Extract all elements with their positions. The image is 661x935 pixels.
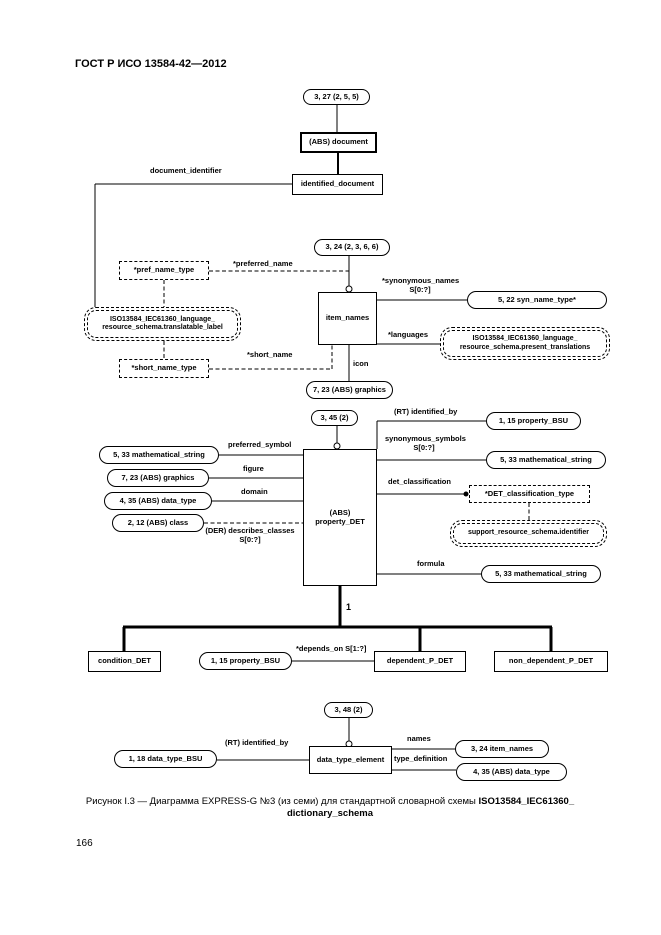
- attr-label-type-definition: type_definition: [394, 754, 448, 763]
- connector-lines: [94, 105, 553, 771]
- attr-label-names: names: [407, 734, 431, 743]
- caption-schema-name-part2: dictionary_schema: [286, 807, 374, 819]
- page-ref-math-string-formula-oval: 5, 33 mathematical_string: [481, 565, 601, 583]
- attr-label-describes-classes-card: S[0:?]: [239, 535, 261, 544]
- cardinality-one-label: 1: [346, 602, 352, 612]
- page-ref-math-string-preferred-oval: 5, 33 mathematical_string: [99, 446, 219, 464]
- interschema-present-line2: resource_schema.present_translations: [459, 343, 591, 351]
- attr-label-synonymous-symbols: synonymous_symbols S[0:?]: [385, 434, 466, 452]
- attr-label-synonymous-names-card: S[0:?]: [409, 285, 431, 294]
- figure-caption: Рисунок I.3 — Диаграмма EXPRESS-G №3 (из…: [50, 796, 610, 820]
- entity-identified-document: identified_document: [292, 174, 383, 195]
- interschema-ref-support-resource: support_resource_schema.identifier: [450, 520, 607, 547]
- page-number: 166: [76, 838, 93, 849]
- entity-data-type-element: data_type_element: [309, 746, 392, 774]
- attr-label-describes-classes-text: (DER) describes_classes: [205, 526, 295, 535]
- attr-label-synonymous-names: *synonymous_names S[0:?]: [382, 276, 460, 294]
- attr-label-figure: figure: [243, 464, 264, 473]
- page-ref-graphics-figure-oval: 7, 23 (ABS) graphics: [107, 469, 209, 487]
- entity-property-det-line1: (ABS): [329, 507, 351, 517]
- attr-label-document-identifier: document_identifier: [150, 166, 222, 175]
- page-ref-syn-name-type-oval: 5, 22 syn_name_type*: [467, 291, 607, 309]
- entity-property-det-label: (ABS) property_DET: [315, 507, 365, 526]
- interschema-support-line1: support_resource_schema.identifier: [468, 529, 589, 537]
- page-ref-3-27-oval: 3, 27 (2, 5, 5): [303, 89, 370, 105]
- page-ref-graphics-icon-oval: 7, 23 (ABS) graphics: [306, 381, 393, 399]
- attr-label-identified-by-2: (RT) identified_by: [225, 738, 289, 747]
- interschema-ref-present-inner: ISO13584_IEC61360_language_ resource_sch…: [443, 330, 607, 357]
- page-header: ГОСТ Р ИСО 13584-42—2012: [75, 58, 227, 70]
- attr-label-det-classification: det_classification: [388, 477, 451, 486]
- attr-label-synonymous-symbols-card: S[0:?]: [413, 443, 435, 452]
- type-pref-name-type: *pref_name_type: [119, 261, 209, 280]
- interschema-translatable-line1: ISO13584_IEC61360_language_: [109, 315, 216, 323]
- entity-item-names: item_names: [318, 292, 377, 345]
- attr-label-synonymous-names-text: *synonymous_names: [382, 276, 460, 285]
- attr-label-formula: formula: [417, 559, 445, 568]
- interschema-ref-translatable-inner: ISO13584_IEC61360_language_ resource_sch…: [87, 310, 238, 338]
- attr-label-identified-by: (RT) identified_by: [394, 407, 458, 416]
- attr-label-synonymous-symbols-text: synonymous_symbols: [385, 434, 466, 443]
- page-ref-data-type-oval: 4, 35 (ABS) data_type: [456, 763, 567, 781]
- page-ref-property-bsu-depends-oval: 1, 15 property_BSU: [199, 652, 292, 670]
- page-ref-item-names-oval: 3, 24 item_names: [455, 740, 549, 758]
- page-ref-3-45-oval: 3, 45 (2): [311, 410, 358, 426]
- attr-label-short-name: *short_name: [247, 350, 293, 359]
- type-short-name-type: *short_name_type: [119, 359, 209, 378]
- attr-label-depends-on: *depends_on S[1:?]: [296, 644, 367, 653]
- page-ref-math-string-synonymous-oval: 5, 33 mathematical_string: [486, 451, 606, 469]
- entity-condition-det: condition_DET: [88, 651, 161, 672]
- page-ref-3-48-oval: 3, 48 (2): [324, 702, 373, 718]
- type-det-classification-type: *DET_classification_type: [469, 485, 590, 503]
- entity-non-dependent-p-det: non_dependent_P_DET: [494, 651, 608, 672]
- caption-text: Рисунок I.3 — Диаграмма EXPRESS-G №3 (из…: [85, 796, 479, 807]
- caption-schema-name-part1: ISO13584_IEC61360_: [478, 796, 575, 807]
- attr-label-preferred-symbol: preferred_symbol: [228, 440, 292, 449]
- entity-property-det-line2: property_DET: [315, 516, 365, 526]
- attr-label-describes-classes: (DER) describes_classes S[0:?]: [200, 526, 300, 544]
- entity-dependent-p-det: dependent_P_DET: [374, 651, 466, 672]
- interschema-ref-translatable-label: ISO13584_IEC61360_language_ resource_sch…: [84, 307, 241, 341]
- attr-label-preferred-name: *preferred_name: [233, 259, 293, 268]
- page-ref-data-type-bsu-oval: 1, 18 data_type_BSU: [114, 750, 217, 768]
- page-ref-class-oval: 2, 12 (ABS) class: [112, 514, 204, 532]
- interschema-present-line1: ISO13584_IEC61360_language_: [472, 335, 578, 343]
- entity-abs-document: (ABS) document: [300, 132, 377, 153]
- attr-label-languages: *languages: [388, 330, 429, 339]
- interschema-ref-present-translations: ISO13584_IEC61360_language_ resource_sch…: [440, 327, 610, 360]
- interschema-ref-support-inner: support_resource_schema.identifier: [453, 523, 604, 544]
- attr-label-domain: domain: [241, 487, 268, 496]
- interschema-translatable-line2: resource_schema.translatable_label: [102, 324, 223, 331]
- page-ref-3-24-oval: 3, 24 (2, 3, 6, 6): [314, 239, 390, 256]
- attr-label-icon: icon: [353, 359, 369, 368]
- entity-property-det: (ABS) property_DET: [303, 449, 377, 586]
- page-ref-property-bsu-oval: 1, 15 property_BSU: [486, 412, 581, 430]
- page-ref-data-type-domain-oval: 4, 35 (ABS) data_type: [104, 492, 212, 510]
